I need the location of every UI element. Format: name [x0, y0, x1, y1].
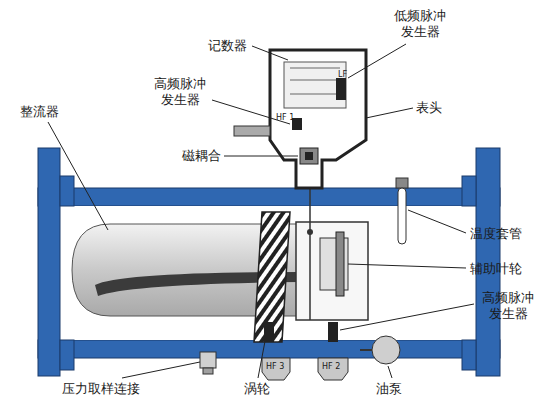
- part-label: 压力取样连接: [62, 381, 140, 397]
- signal-name: LF: [338, 70, 347, 80]
- part-label: 整流器: [20, 104, 59, 120]
- part-label: 辅助叶轮: [470, 261, 522, 277]
- signal-name: HF 3: [266, 362, 284, 372]
- part-label: 磁耦合: [182, 148, 221, 164]
- part-label: 油泵: [376, 381, 402, 397]
- signal-name: HF 1: [276, 113, 294, 123]
- part-label: 高频脉冲发生器: [478, 290, 538, 321]
- part-label: 记数器: [208, 38, 247, 54]
- part-label: 温度套管: [470, 226, 522, 242]
- part-label: 低频脉冲发生器: [392, 8, 448, 39]
- part-label: 涡轮: [244, 381, 270, 397]
- part-label: 高频脉冲发生器: [150, 76, 210, 107]
- part-label: 表头: [416, 100, 442, 116]
- signal-name: HF 2: [322, 362, 340, 372]
